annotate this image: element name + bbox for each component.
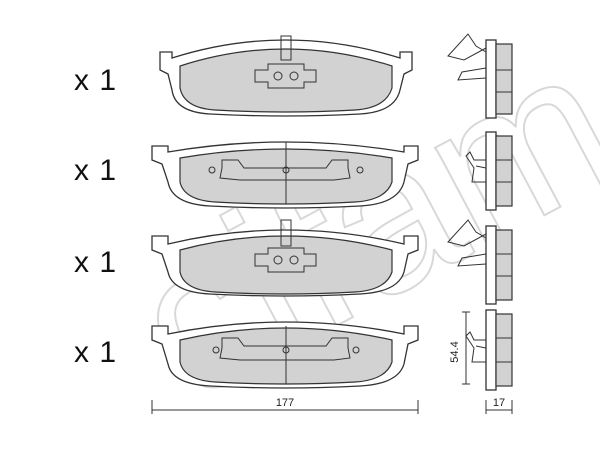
pad-4-rib [219, 337, 351, 361]
pad-4-rivet-center [282, 346, 290, 354]
pad-1-hole-left [273, 71, 283, 81]
pad-1-clip-tab [280, 35, 292, 61]
brake-pad-3 [151, 219, 419, 297]
side-2-backing [485, 131, 497, 211]
quantity-label-4: x 1 [74, 336, 118, 369]
pad-3-hole-left [273, 255, 283, 265]
height-dimension: 54.4 [449, 311, 470, 385]
side-4-friction [495, 313, 513, 387]
side-1-friction [495, 43, 513, 115]
side-3-backing [485, 225, 497, 305]
side-4-backing [485, 309, 497, 391]
side-view-2 [465, 131, 513, 211]
side-view-4 [465, 309, 513, 391]
side-3-friction [495, 229, 513, 301]
height-label: 54.4 [449, 341, 461, 362]
pad-3-friction-material [179, 235, 393, 295]
side-1-clip [447, 33, 487, 81]
side-2-clip [465, 151, 487, 183]
quantity-label-1: x 1 [74, 64, 118, 97]
side-1-backing [485, 39, 497, 119]
side-4-clip [465, 331, 487, 363]
pad-1-hole-right [289, 71, 299, 81]
pad-4-rivet-right [352, 346, 360, 354]
width-dimension: 177 [151, 397, 419, 414]
pad-3-spring-mount [254, 247, 317, 273]
pad-3-clip-tab [280, 219, 292, 247]
pad-2-rib [219, 159, 351, 181]
brake-pad-4 [151, 321, 419, 389]
thickness-dimension: 17 [485, 397, 513, 414]
width-label: 177 [276, 397, 294, 409]
quantity-label-2: x 1 [74, 154, 118, 187]
thickness-label: 17 [493, 397, 505, 409]
quantity-label-3: x 1 [74, 246, 118, 279]
pad-2-rivet-left [208, 166, 216, 174]
side-2-friction [495, 135, 513, 207]
pad-2-rivet-center [282, 166, 290, 174]
brake-pad-2 [151, 141, 419, 209]
pad-3-hole-right [289, 255, 299, 265]
pad-1-spring-mount [254, 63, 317, 89]
pad-4-rivet-left [212, 346, 220, 354]
side-view-1 [447, 33, 513, 119]
brake-pad-1 [159, 35, 413, 117]
side-view-3 [447, 219, 513, 305]
pad-2-rivet-right [356, 166, 364, 174]
pad-1-friction-material [179, 48, 393, 113]
side-3-clip [447, 219, 487, 267]
